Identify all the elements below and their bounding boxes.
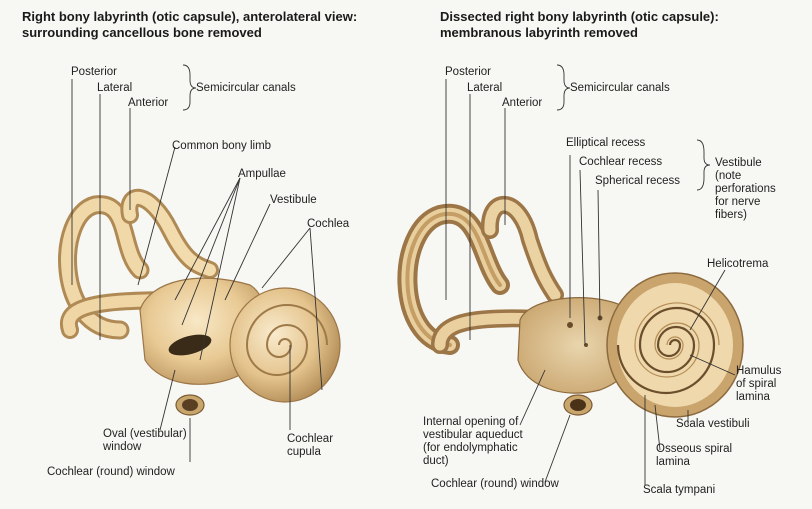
right-label-anterior: Anterior (502, 97, 543, 109)
right-label-posterior: Posterior (445, 66, 492, 78)
right-label-hamulus: Hamulus of spiral lamina (736, 365, 782, 403)
right-label-cochlear-recess: Cochlear recess (579, 156, 663, 168)
left-panel-title: Right bony labyrinth (otic capsule), ant… (22, 9, 358, 40)
left-label-cochlea: Cochlea (307, 218, 350, 230)
right-label-osseous-spiral-lamina: Osseous spiral lamina (656, 443, 733, 468)
right-label-lateral: Lateral (467, 82, 503, 94)
right-label-spherical-recess: Spherical recess (595, 175, 681, 187)
right-label-elliptical-recess: Elliptical recess (566, 137, 646, 149)
left-label-common-bony-limb: Common bony limb (172, 140, 272, 152)
left-label-vestibule: Vestibule (270, 194, 317, 206)
right-label-vestibule-note: Vestibule (note perforations for nerve f… (715, 157, 776, 221)
left-label-lateral: Lateral (97, 82, 133, 94)
left-label-anterior: Anterior (128, 97, 169, 109)
left-cochlea (229, 287, 341, 403)
right-panel-title: Dissected right bony labyrinth (otic cap… (440, 9, 719, 40)
right-label-scala-tympani: Scala tympani (643, 484, 716, 496)
leader-lines (71, 64, 736, 485)
right-label-internal-opening: Internal opening of vestibular aqueduct … (423, 416, 523, 467)
left-oval-window (168, 334, 212, 356)
right-label-scala-vestibuli: Scala vestibuli (676, 418, 750, 430)
left-specimen (58, 188, 341, 416)
left-label-semicircular-canals: Semicircular canals (196, 82, 296, 94)
right-label-semicircular-canals: Semicircular canals (570, 82, 670, 94)
right-label-round-window: Cochlear (round) window (431, 478, 559, 490)
left-label-round-window: Cochlear (round) window (47, 466, 175, 478)
right-label-helicotrema: Helicotrema (707, 258, 769, 270)
left-label-cochlear-cupula: Cochlear cupula (287, 433, 334, 458)
left-label-ampullae: Ampullae (238, 168, 286, 180)
right-specimen (397, 195, 744, 418)
left-label-posterior: Posterior (71, 66, 118, 78)
left-label-oval-window: Oval (vestibular) window (103, 428, 187, 453)
